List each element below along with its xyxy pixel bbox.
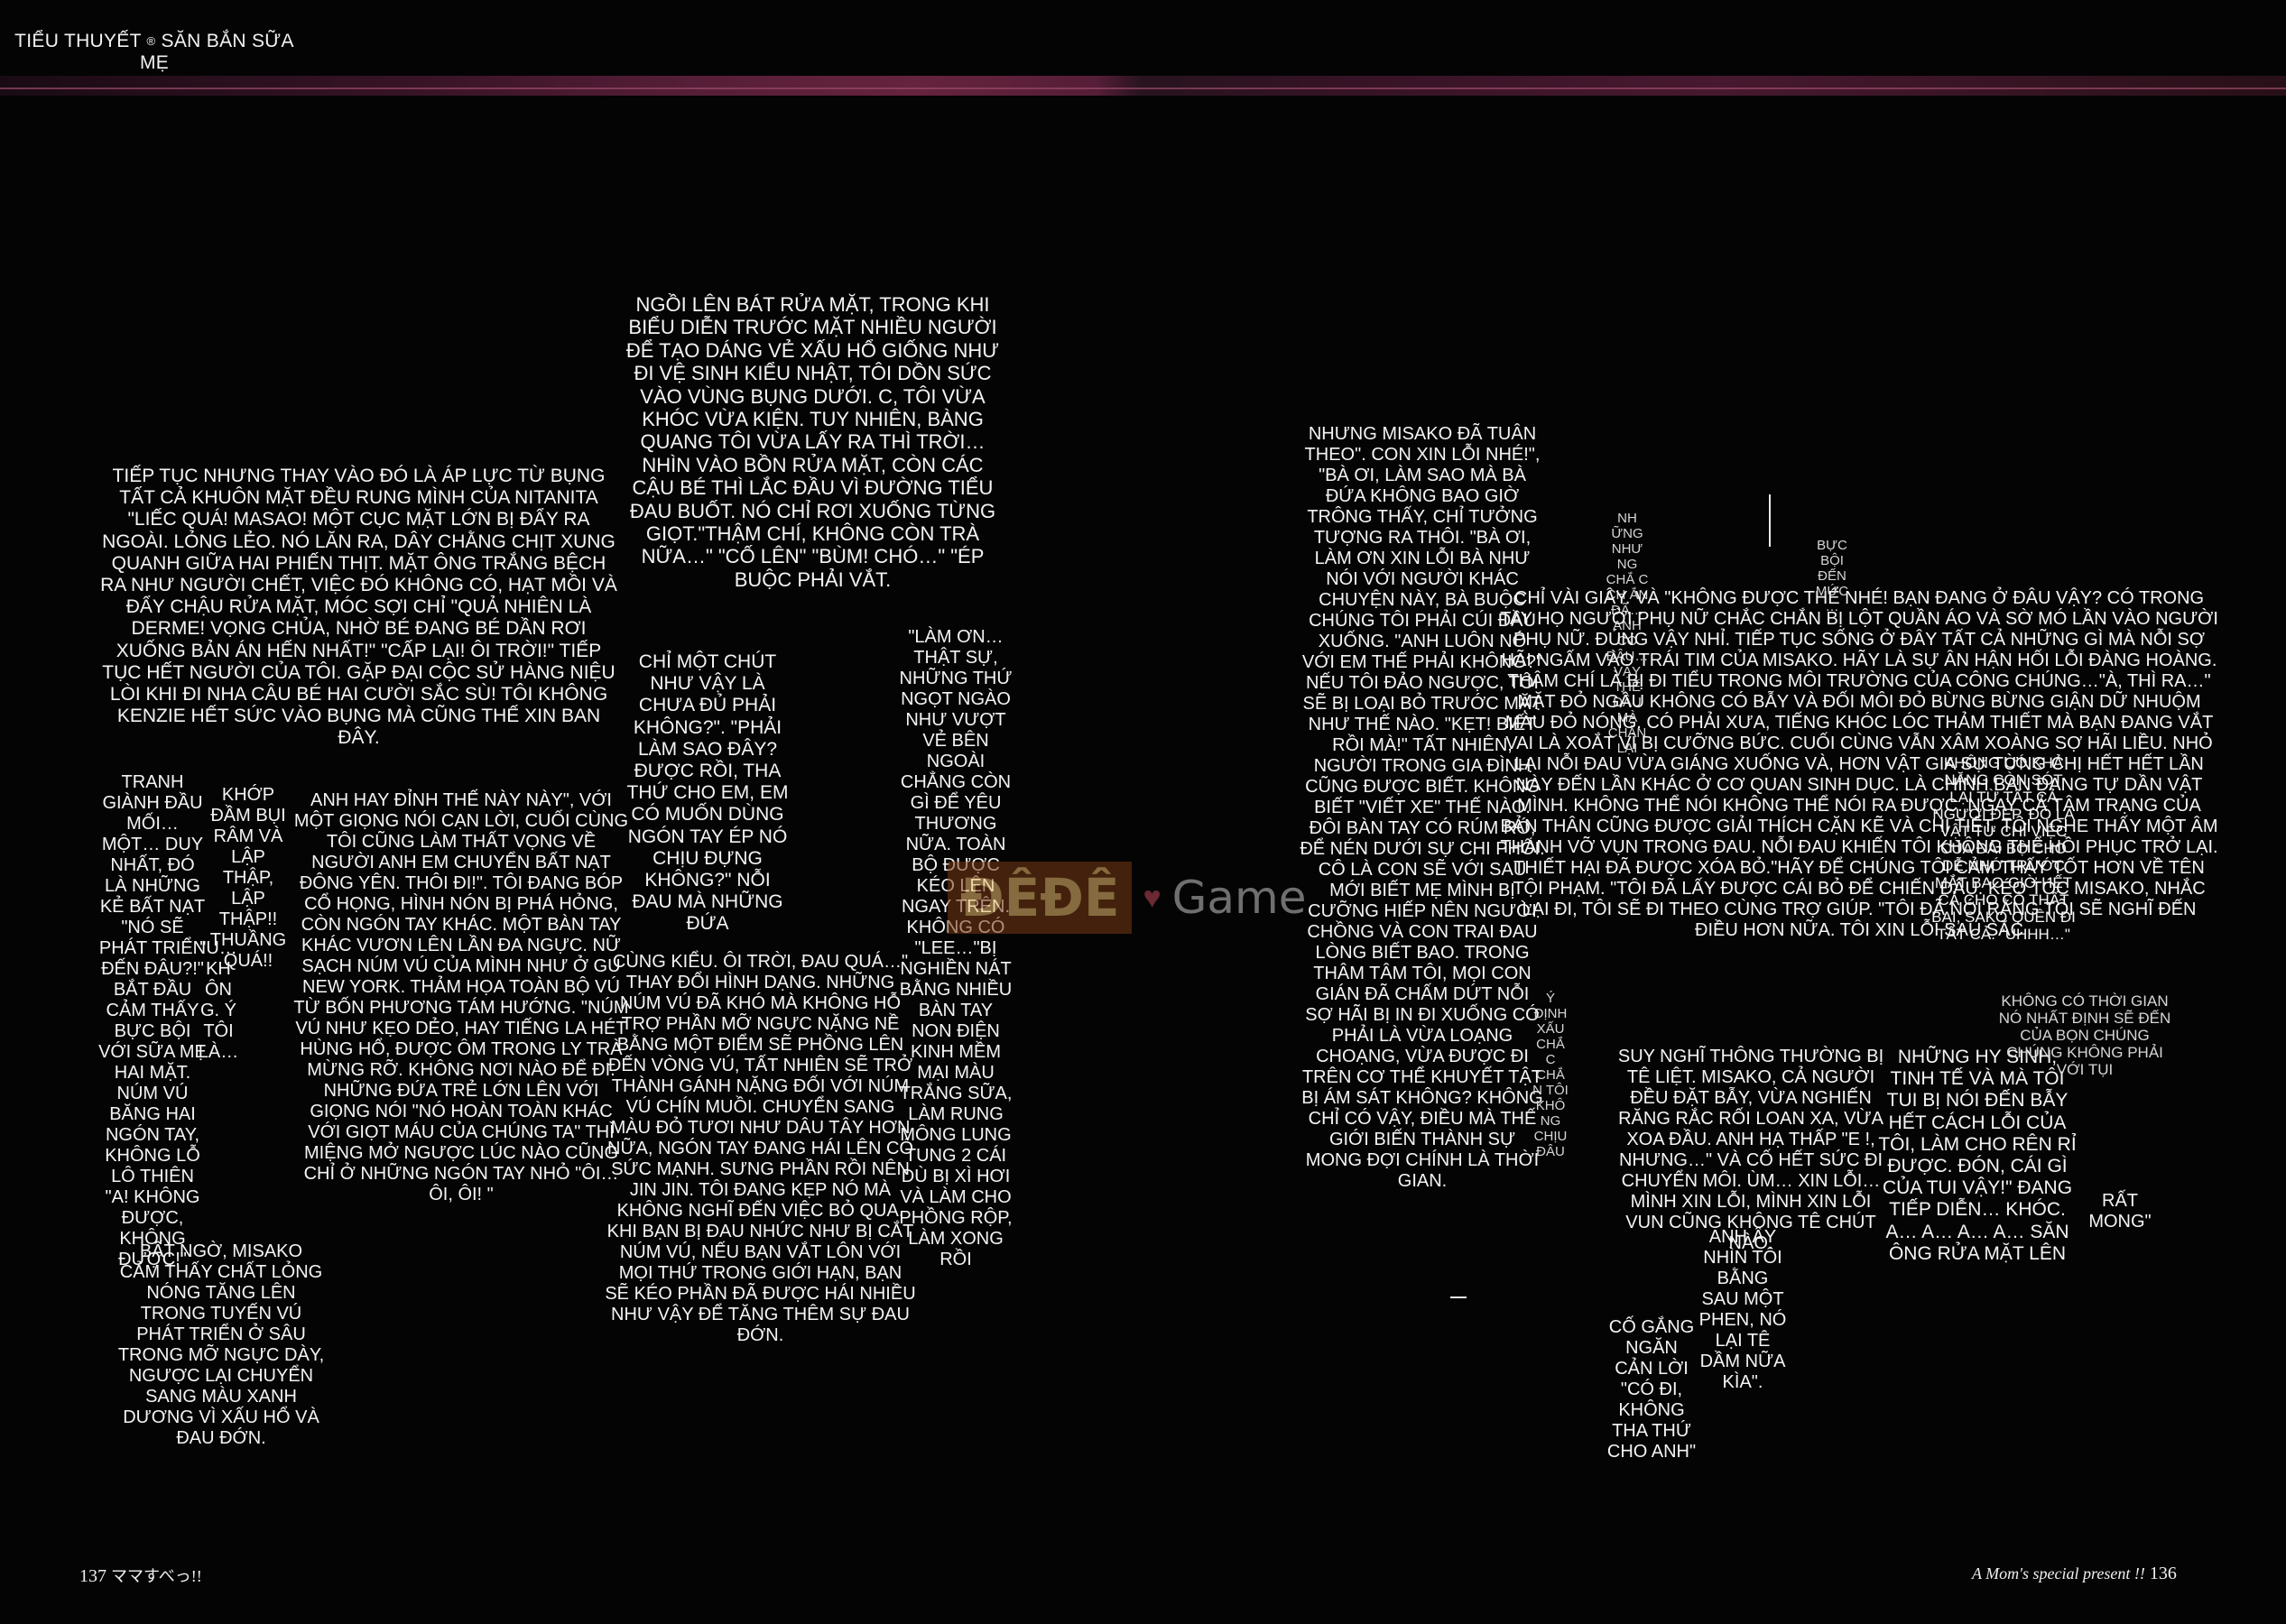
text-block-left-intro: TIẾP TỤC NHƯNG THAY VÀO ĐÓ LÀ ÁP LỰC TỪ … <box>100 466 617 749</box>
text-block-center-narrow: CHỈ MỘT CHÚT NHƯ VẬY LÀ CHƯA ĐỦ PHẢI KHÔ… <box>626 651 789 935</box>
site-watermark: ĐÊĐÊ ♥ Game <box>948 857 1309 938</box>
series-label: TIỂU THUYẾT <box>14 31 142 51</box>
watermark-text: Game <box>1171 872 1307 924</box>
text-block-center-right: "LÀM ƠN… THẬT SỰ, NHỮNG THỨ NGỌT NGÀO NH… <box>899 627 1013 1269</box>
page-number-right-value: 136 <box>2149 1564 2177 1583</box>
dash-mark <box>1450 1296 1467 1298</box>
text-block-right-bottom-narrow-2: ANH ẤY NHÌN TÔI BẰNG SAU MỘT PHEN, NÓ LẠ… <box>1698 1227 1787 1392</box>
text-block-right-bottom: SUY NGHĨ THÔNG THƯỜNG BỊ TÊ LIỆT. MISAKO… <box>1617 1047 1884 1253</box>
text-block-right-vertical: NH ỮNG NHƯ NG CHẮ C CH ẮN ĐÃ… ANH CÓ ĐÂU… <box>1606 511 1649 756</box>
text-block-left-sound: KHỚP ĐẦM BỤI RÂM VÀ LẬP THẬP, LẬP THẬP!!… <box>209 785 287 971</box>
text-block-left-middle: ANH HAY ĐỈNH THẾ NÀY NÀY", VỚI MỘT GIỌNG… <box>293 790 629 1204</box>
page-number-right: A Mom's special present !! 136 <box>1972 1564 2177 1584</box>
top-band <box>0 76 2286 96</box>
top-band-line <box>0 88 2286 89</box>
text-block-right-edge: RẤT MONG" <box>2088 1191 2152 1232</box>
story-title: SĂN BẮN SỮA MẸ <box>139 31 294 73</box>
watermark-logo: ĐÊĐÊ <box>948 862 1133 934</box>
text-block-center-bottom: CÙNG KIỂU. ÔI TRỜI, ĐAU QUÁ…" THAY ĐỔI H… <box>605 952 916 1345</box>
text-block-right-far-bottom: NHỮNG HY SINH, TINH TẾ VÀ MÀ TÔI TUI BỊ … <box>1878 1047 2077 1264</box>
text-block-left-narrow: TRANH GIÀNH ĐẦU MỐI… MỘT… DUY NHẤT, ĐÓ L… <box>98 772 207 1269</box>
text-block-center-top: NGỒI LÊN BÁT RỬA MẶT, TRONG KHI BIỂU DIỄ… <box>625 293 1000 591</box>
text-block-right-overlap: KHÔNG CÓ THỜI GIAN NÓ NHẤT ĐỊNH SẼ ĐẾN C… <box>1998 992 2171 1078</box>
page-footer-japanese: ママすべっ!! <box>111 1567 202 1585</box>
header-separator: ® <box>146 34 156 48</box>
text-block-right-left: NHƯNG MISAKO ĐÃ TUÂN THEO". CON XIN LỖI … <box>1300 424 1545 1191</box>
page-number-left-value: 137 <box>79 1566 106 1586</box>
text-block-right-far-middle: KHÔNG CÓ KHẢ NĂNG CÒN SÓT LẠI TỪ TẤT CẢ … <box>1931 754 2076 943</box>
text-block-right-main: CHỈ VÀI GIÂY. VÀ "KHÔNG ĐƯỢC THẾ NHÉ! BẠ… <box>1500 588 2218 940</box>
text-block-left-stammer: "U… KH ÔN G. Ý TÔI LÀ… <box>198 938 239 1062</box>
text-block-right-small-vertical: Ý ĐỊNH XẤU CHẮC CHẮN TÔI KHÔNG CHỊU ĐÂU <box>1532 991 1569 1159</box>
page-footer-caption: A Mom's special present !! <box>1972 1564 2145 1582</box>
vertical-tick <box>1769 494 1771 547</box>
chapter-header: TIỂU THUYẾT ® SĂN BẮN SỮA MẸ <box>5 31 303 74</box>
heart-icon: ♥ <box>1143 880 1162 915</box>
page-number-left: 137 ママすべっ!! <box>79 1564 202 1587</box>
text-block-right-bottom-narrow: CỐ GẮNG NGĂN CẢN LỜI "CÓ ĐI, KHÔNG THA T… <box>1606 1317 1697 1462</box>
text-block-right-bubble: BỰC BỘI ĐẾN MỨC… <box>1815 538 1849 614</box>
text-block-left-bottom: BẤT NGỜ, MISAKO CẢM THẤY CHẤT LỎNG NÓNG … <box>117 1241 325 1448</box>
